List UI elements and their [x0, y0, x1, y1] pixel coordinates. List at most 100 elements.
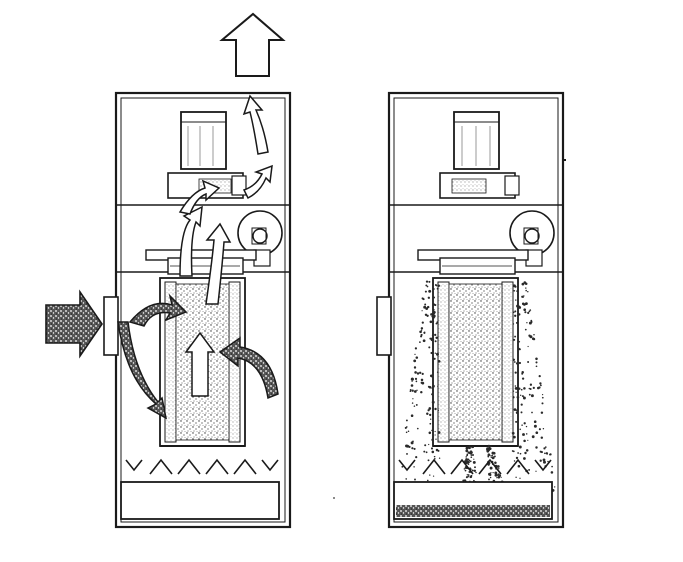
dust-particle [531, 411, 533, 414]
dust-particle [515, 420, 518, 423]
dust-particle [423, 331, 426, 334]
dust-particle [521, 424, 523, 426]
dust-particle [535, 365, 538, 368]
dust-particle [516, 395, 520, 399]
dust-particle [419, 330, 422, 334]
dust-particle [415, 403, 418, 406]
dust-particle [517, 347, 520, 350]
dust-particle [498, 474, 502, 477]
dust-particle [519, 477, 521, 479]
dust-particle [431, 387, 434, 390]
dust-particle [517, 464, 521, 468]
dust-particle [549, 454, 551, 456]
dust-particle [435, 438, 437, 440]
dust-particle [466, 446, 469, 449]
left-fan-motor [180, 111, 227, 170]
dust-particle [514, 385, 517, 387]
dust-particle [414, 478, 416, 481]
dust-particle [489, 466, 493, 470]
dust-particle [531, 435, 535, 439]
dust-particle [496, 465, 500, 468]
dust-particle [519, 394, 522, 397]
dust-particle [541, 396, 544, 399]
up-arrow-left-stack [179, 205, 203, 277]
dust-particle [467, 458, 470, 461]
dust-particle [488, 478, 490, 481]
dust-particle [514, 335, 517, 338]
left-inlet-port [103, 296, 119, 356]
dust-particle [525, 287, 527, 289]
dust-particle [520, 388, 523, 391]
dust-particle [431, 334, 434, 337]
dust-particle [521, 377, 525, 380]
dust-particle [415, 356, 419, 359]
dust-particle [550, 471, 554, 474]
right-housing-inner [393, 97, 559, 523]
dust-particle [430, 374, 434, 378]
dust-particle [493, 452, 496, 455]
dust-particle [513, 460, 516, 462]
dust-particle [431, 438, 435, 442]
clean-air-outlet-arrow [219, 12, 286, 77]
right-shaker-drive [509, 210, 555, 267]
dust-particle [533, 424, 537, 428]
dust-particle [465, 476, 468, 479]
right-hopper [398, 458, 552, 475]
dust-particle [538, 428, 541, 431]
dust-particle [472, 454, 474, 456]
dust-particle [528, 334, 531, 337]
dust-particle [524, 282, 528, 285]
dust-particle [513, 289, 516, 292]
dust-particle [465, 456, 467, 458]
dust-particle [512, 450, 515, 453]
dust-particle [463, 468, 466, 470]
dust-particle [421, 310, 423, 312]
dust-particle [494, 471, 498, 475]
dust-particle [515, 362, 519, 365]
dust-particle [522, 433, 525, 436]
dust-particle [436, 285, 438, 287]
dust-particle [467, 474, 470, 476]
dust-particle [431, 400, 435, 404]
dust-particle [520, 411, 523, 414]
dust-particle [490, 472, 492, 474]
dust-particle [465, 461, 468, 465]
dust-particle [424, 444, 427, 447]
stray-mark [333, 497, 335, 499]
dust-particle [528, 468, 531, 471]
dust-particle [410, 384, 414, 387]
dust-particle [470, 450, 472, 453]
dust-particle [513, 435, 516, 439]
dust-particle [490, 455, 492, 457]
dust-particle [470, 456, 473, 459]
dust-particle [430, 351, 433, 355]
dust-particle [489, 476, 492, 479]
dust-particle [426, 479, 429, 482]
dust-particle [535, 470, 537, 472]
dust-particle [421, 321, 424, 324]
dust-particle [473, 469, 477, 473]
dust-particle [540, 384, 542, 387]
dust-particle [428, 386, 432, 389]
left-housing-inner [120, 97, 286, 523]
dust-particle [425, 284, 428, 287]
dust-particle [433, 455, 436, 458]
dust-particle [472, 446, 474, 449]
dust-particle [438, 457, 441, 459]
dust-particle [524, 311, 527, 314]
dust-particle [496, 477, 498, 479]
dust-particle [469, 460, 472, 463]
dust-particle [411, 380, 413, 382]
dust-particle [434, 434, 436, 436]
dust-particle [428, 346, 431, 349]
dust-particle [535, 361, 538, 364]
dust-particle [468, 445, 471, 447]
dust-particle [432, 314, 436, 318]
dust-particle [513, 408, 517, 411]
dust-particle [512, 396, 515, 399]
dust-particle [428, 431, 432, 435]
dust-particle [528, 310, 531, 313]
dust-particle [408, 445, 411, 448]
dust-particle [437, 385, 439, 387]
dust-particle [433, 357, 436, 360]
